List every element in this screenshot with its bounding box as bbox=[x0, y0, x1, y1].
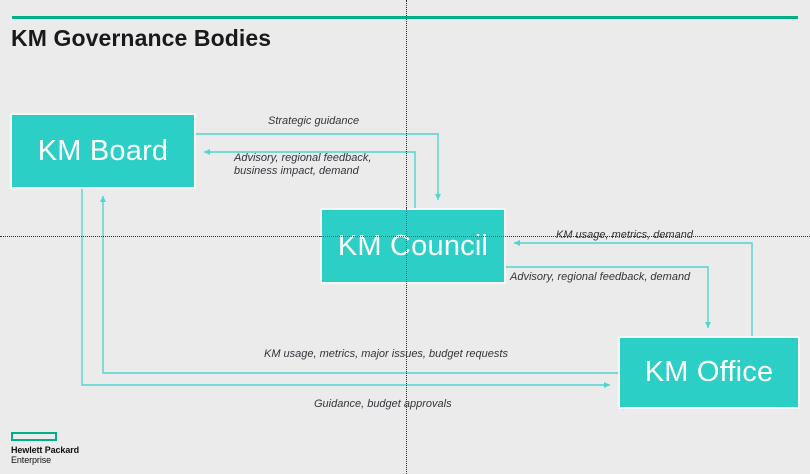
node-km-council[interactable]: KM Council bbox=[320, 208, 506, 284]
hpe-logo-line2: Enterprise bbox=[11, 455, 52, 465]
node-km-office[interactable]: KM Office bbox=[618, 336, 800, 409]
hpe-logo-line1: Hewlett Packard bbox=[11, 445, 80, 455]
edge-label-advisory-to-board: Advisory, regional feedback, business im… bbox=[234, 152, 372, 177]
edge-office-to-council bbox=[514, 240, 753, 336]
edge-label-advisory-to-office: Advisory, regional feedback, demand bbox=[510, 271, 691, 283]
node-km-board-label: KM Board bbox=[37, 134, 169, 167]
edge-label-strategic-guidance: Strategic guidance bbox=[268, 115, 360, 127]
header-accent-rule bbox=[12, 16, 798, 19]
hpe-logo-mark-icon bbox=[11, 432, 57, 441]
edge-label-usage-major-issues: KM usage, metrics, major issues, budget … bbox=[264, 348, 508, 360]
hpe-logo: Hewlett Packard Enterprise bbox=[11, 432, 79, 465]
edge-label-guidance-budget-approvals: Guidance, budget approvals bbox=[314, 398, 452, 410]
node-km-board[interactable]: KM Board bbox=[10, 113, 196, 189]
node-km-office-label: KM Office bbox=[644, 356, 774, 388]
smart-guide-vertical-highlight bbox=[406, 208, 407, 284]
smart-guide-horizontal-highlight bbox=[320, 236, 506, 237]
page-title: KM Governance Bodies bbox=[11, 25, 272, 51]
node-km-council-label: KM Council bbox=[337, 229, 489, 262]
